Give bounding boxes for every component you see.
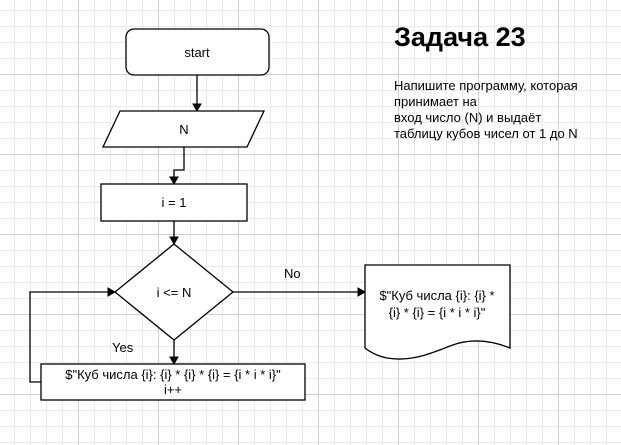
edge-no-branch — [233, 287, 367, 297]
edge-yes-branch — [169, 340, 179, 366]
loop-body-line-2: i++ — [164, 382, 182, 397]
input-label: N — [179, 122, 188, 137]
init-node[interactable]: i = 1 — [100, 183, 248, 222]
edge-init-to-condition — [169, 221, 179, 246]
start-node[interactable]: start — [125, 28, 270, 76]
loop-body-node[interactable]: $"Куб числа {i}: {i} * {i} * {i} = {i * … — [40, 363, 306, 401]
task-description-line: принимает на — [394, 94, 477, 109]
init-label: i = 1 — [162, 195, 187, 210]
loop-body-line-1: $"Куб числа {i}: {i} * {i} * {i} = {i * … — [65, 367, 281, 382]
output-line-2: {i} * {i} = {i * i * i}" — [389, 305, 486, 320]
branch-no-label: No — [284, 266, 301, 281]
edge-input-to-init — [169, 147, 185, 186]
task-description-line: Напишите программу, которая — [394, 78, 578, 93]
condition-label: i <= N — [157, 285, 192, 300]
condition-node[interactable]: i <= N — [113, 243, 235, 341]
edge-start-to-input — [192, 75, 202, 113]
task-title: Задача 23 — [394, 22, 526, 52]
task-description-line: вход число (N) и выдаёт — [394, 110, 542, 125]
output-line-1: $"Куб числа {i}: {i} * — [379, 288, 494, 303]
task-description-line: таблицу кубов чисел от 1 до N — [394, 126, 578, 141]
start-label: start — [184, 45, 210, 60]
output-node[interactable]: $"Куб числа {i}: {i} * {i} * {i} = {i * … — [364, 264, 511, 360]
task-description: Напишите программу, которая принимает на… — [394, 78, 616, 142]
input-node[interactable]: N — [101, 110, 266, 148]
branch-yes-label: Yes — [112, 340, 134, 355]
edge-loop-back — [29, 287, 117, 383]
